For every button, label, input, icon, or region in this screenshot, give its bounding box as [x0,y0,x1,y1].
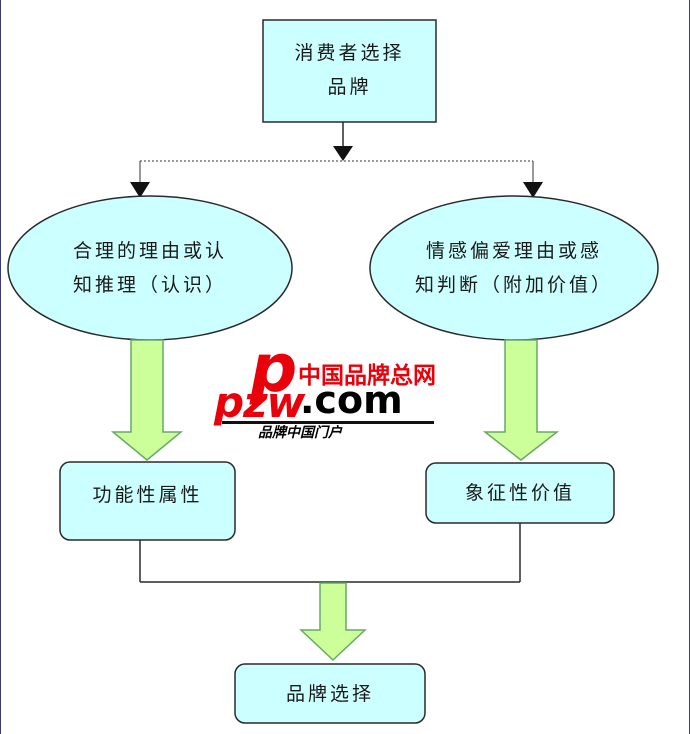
bottom-box [234,663,426,724]
bottom-box-label: 品牌选择 [285,683,374,705]
left-branch-arrowhead [130,182,150,198]
left-box-label: 功能性属性 [92,484,203,506]
left-ellipse-line1: 合理的理由或认 [72,240,227,262]
left-ellipse-label: 合理的理由或认 知推理（认识） [20,234,280,302]
right-ellipse-line2: 知判断（附加价值） [414,274,613,296]
left-block-arrow [110,339,184,461]
top-box-line1: 消费者选择 [294,42,405,64]
right-branch-arrowhead [523,182,543,198]
top-box-line2: 品牌 [327,76,372,98]
right-box-label: 象征性价值 [464,482,575,504]
left-box [59,461,236,541]
watermark-title: 中国品牌总网 [298,363,436,389]
right-ellipse-line1: 情感偏爱理由或感 [425,240,602,262]
watermark-logo-pzw: pzw [214,378,305,427]
top-box [262,19,437,123]
watermark-domain: .com [300,378,403,422]
left-ellipse-line2: 知推理（认识） [72,274,227,296]
watermark-tagline: 品牌中国门户 [258,425,342,441]
right-ellipse-label: 情感偏爱理由或感 知判断（附加价值） [380,234,648,302]
top-box-label: 消费者选择 品牌 [263,36,436,104]
top-arrowhead [333,146,353,161]
watermark-underline [222,421,434,424]
right-block-arrow [482,339,560,461]
bottom-block-arrow [299,582,367,662]
watermark-big-p: p [250,330,298,407]
